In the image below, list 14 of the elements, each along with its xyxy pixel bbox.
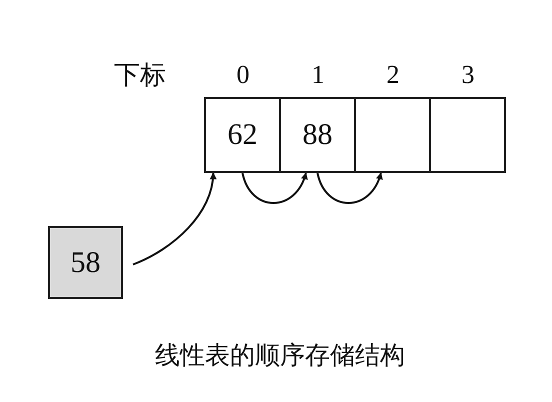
arrow — [132, 172, 216, 266]
array-cell — [354, 97, 431, 173]
index-label: 3 — [462, 60, 474, 90]
arrow — [316, 172, 382, 204]
index-heading: 下标 — [114, 60, 166, 92]
array-cell: 62 — [204, 97, 281, 173]
index-label: 1 — [312, 60, 324, 90]
index-label: 2 — [386, 60, 400, 90]
array-cell: 88 — [279, 97, 356, 173]
element-box: 58 — [48, 226, 123, 299]
array-cell — [429, 97, 506, 173]
index-label: 0 — [236, 60, 250, 90]
caption: 线性表的顺序存储结构 — [155, 340, 405, 372]
arrow — [242, 172, 308, 204]
